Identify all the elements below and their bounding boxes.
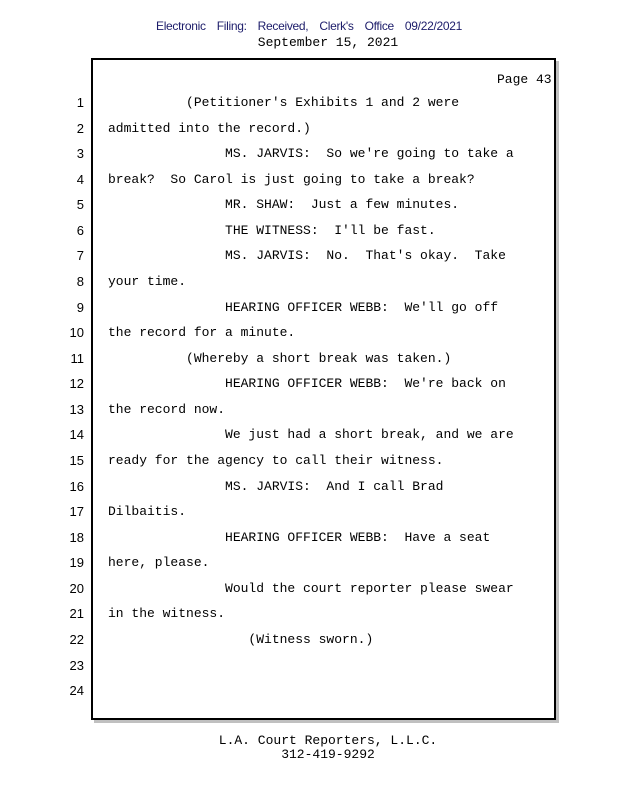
line-text: HEARING OFFICER WEBB: Have a seat	[108, 529, 491, 545]
transcript-line: 5 MR. SHAW: Just a few minutes.	[0, 197, 560, 215]
transcript-line: 18 HEARING OFFICER WEBB: Have a seat	[0, 530, 560, 548]
line-text: the record for a minute.	[108, 325, 296, 341]
transcript-line: 22 (Witness sworn.)	[0, 632, 560, 650]
transcript-line: 7 MS. JARVIS: No. That's okay. Take	[0, 248, 560, 266]
transcript-line: 13 the record now.	[0, 402, 560, 420]
line-number: 16	[69, 478, 84, 494]
line-number: 13	[69, 401, 84, 417]
line-number: 1	[76, 95, 84, 110]
line-text: MS. JARVIS: And I call Brad	[108, 478, 444, 494]
line-text: admitted into the record.)	[108, 120, 311, 136]
line-text: your time.	[108, 273, 187, 289]
line-number: 14	[69, 427, 84, 443]
footer-phone: 312-419-9292	[281, 747, 375, 762]
line-number: 15	[69, 452, 84, 468]
line-number: 4	[76, 171, 84, 187]
line-text: ready for the agency to call their witne…	[108, 452, 444, 468]
page-number: Page 43	[497, 72, 552, 87]
transcript-line: 20 Would the court reporter please swear	[0, 581, 560, 599]
transcript-line: 4 break? So Carol is just going to take a…	[0, 172, 560, 190]
filing-stamp: Electronic Filing: Received, Clerk's Off…	[155, 19, 462, 33]
line-text: (Petitioner's Exhibits 1 and 2 were	[108, 95, 460, 110]
transcript-line: 1 (Petitioner's Exhibits 1 and 2 were	[0, 95, 560, 113]
line-text: MR. SHAW: Just a few minutes.	[108, 197, 460, 213]
transcript-page-box	[91, 58, 556, 720]
line-number: 24	[69, 683, 84, 699]
transcript-line: 23	[0, 658, 560, 676]
transcript-date: September 15, 2021	[257, 35, 399, 50]
transcript-line: 16 MS. JARVIS: And I call Brad	[0, 479, 560, 497]
line-text: Would the court reporter please swear	[108, 580, 514, 596]
line-number: 11	[70, 350, 85, 366]
line-number: 5	[76, 197, 84, 213]
line-number: 23	[69, 657, 84, 673]
line-text: Dilbaitis.	[108, 504, 187, 520]
line-number: 21	[69, 606, 84, 622]
line-number: 9	[76, 299, 84, 315]
transcript-line: 2 admitted into the record.)	[0, 121, 560, 139]
line-number: 8	[76, 273, 84, 289]
line-number: 3	[76, 146, 84, 162]
line-number: 18	[69, 529, 84, 545]
line-text: (Witness sworn.)	[108, 631, 374, 647]
line-number: 22	[69, 631, 84, 647]
transcript-line: 24	[0, 683, 560, 701]
line-text: MS. JARVIS: So we're going to take a	[108, 146, 514, 162]
transcript-line: 19 here, please.	[0, 555, 560, 573]
line-number: 7	[76, 248, 84, 264]
line-text: (Whereby a short break was taken.)	[108, 350, 452, 366]
line-text: MS. JARVIS: No. That's okay. Take	[108, 248, 506, 264]
line-number: 2	[76, 120, 84, 136]
line-number: 12	[69, 376, 84, 392]
footer-company: L.A. Court Reporters, L.L.C.	[218, 733, 438, 748]
transcript-line: 12 HEARING OFFICER WEBB: We're back on	[0, 376, 560, 394]
line-text: the record now.	[108, 401, 226, 417]
line-text: in the witness.	[108, 606, 226, 622]
line-text: We just had a short break, and we are	[108, 427, 514, 443]
line-number: 20	[69, 580, 84, 596]
transcript-line: 17 Dilbaitis.	[0, 504, 560, 522]
transcript-line: 21 in the witness.	[0, 606, 560, 624]
transcript-line: 10 the record for a minute.	[0, 325, 560, 343]
transcript-line: 14 We just had a short break, and we are	[0, 427, 560, 445]
line-number: 6	[76, 222, 84, 238]
line-text: HEARING OFFICER WEBB: We're back on	[108, 376, 506, 392]
transcript-line: 3 MS. JARVIS: So we're going to take a	[0, 146, 560, 164]
transcript-line: 15 ready for the agency to call their wit…	[0, 453, 560, 471]
transcript-line: 6 THE WITNESS: I'll be fast.	[0, 223, 560, 241]
line-number: 17	[69, 504, 84, 520]
line-text: break? So Carol is just going to take a …	[108, 171, 475, 187]
line-text: HEARING OFFICER WEBB: We'll go off	[108, 299, 499, 315]
line-text: THE WITNESS: I'll be fast.	[108, 222, 436, 238]
transcript-line: 11 (Whereby a short break was taken.)	[0, 351, 560, 369]
line-text: here, please.	[108, 555, 210, 571]
transcript-line: 8 your time.	[0, 274, 560, 292]
transcript-line: 9 HEARING OFFICER WEBB: We'll go off	[0, 300, 560, 318]
line-number: 10	[69, 325, 84, 341]
line-number: 19	[69, 555, 84, 571]
